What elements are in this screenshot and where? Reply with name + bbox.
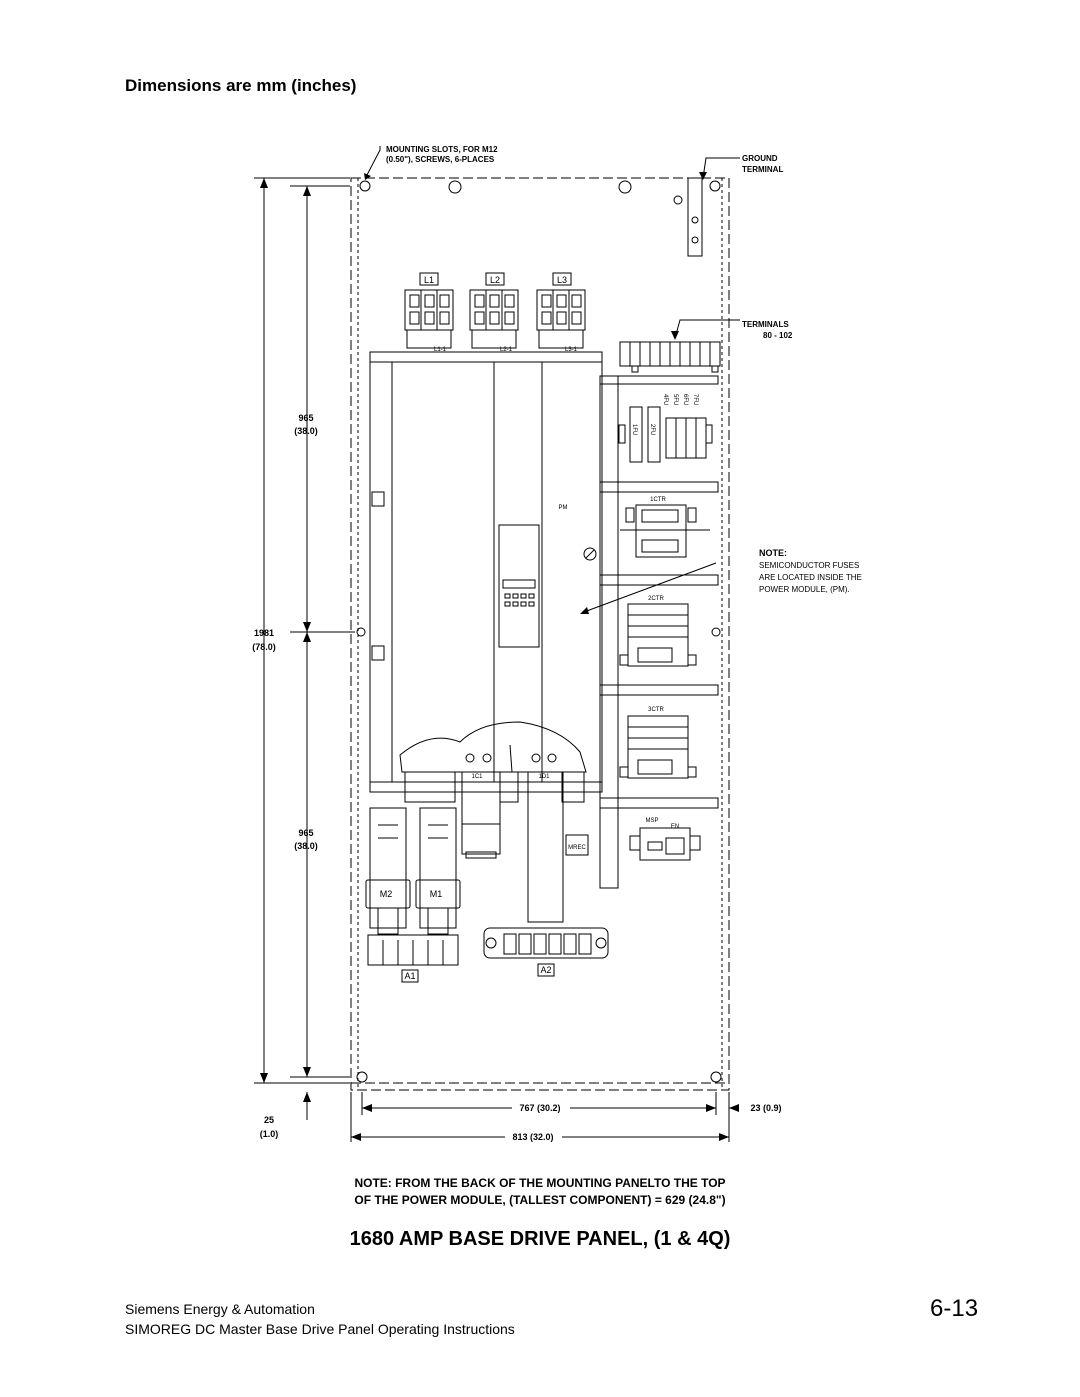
power-module-top-rail: [369, 351, 603, 363]
label-m1: M1: [430, 889, 443, 899]
bottom-note-line-1: NOTE: FROM THE BACK OF THE MOUNTING PANE…: [354, 1176, 726, 1190]
footer-company: Siemens Energy & Automation: [125, 1301, 315, 1317]
label-l1-1: L1-1: [434, 347, 447, 353]
ground-terminal-bar: [687, 177, 703, 257]
note-line-2: ARE LOCATED INSIDE THE: [759, 573, 862, 582]
ctr-1: [620, 504, 710, 558]
dim-bottom-mm: 25: [264, 1115, 274, 1125]
dim-upper-mm: 965: [298, 413, 313, 423]
bottom-note: NOTE: FROM THE BACK OF THE MOUNTING PANE…: [290, 1175, 790, 1209]
power-module-body: [391, 361, 603, 783]
label-l3: L3: [557, 275, 567, 285]
dim-lower-mm: 965: [298, 828, 313, 838]
dim-side: 23 (0.9): [750, 1103, 781, 1113]
operator-panel: [498, 524, 540, 648]
fuse-block: [618, 406, 713, 463]
dim-bottom-in: (1.0): [260, 1129, 279, 1139]
mounting-slots-label-2: (0.50"), SCREWS, 6-PLACES: [386, 155, 495, 164]
terminals-range-label: 80 - 102: [763, 331, 793, 340]
label-5fu: 5FU: [672, 394, 678, 405]
power-module-left-rail: [369, 361, 393, 783]
ctr-2: [619, 603, 697, 667]
dim-total-mm: 1981: [254, 628, 274, 638]
label-6fu: 6FU: [682, 394, 688, 405]
contactor-M1: [419, 807, 457, 929]
label-2ctr: 2CTR: [648, 596, 664, 602]
label-pm: PM: [559, 505, 568, 511]
terminal-strip-A2: [483, 927, 609, 959]
footer-document: SIMOREG DC Master Base Drive Panel Opera…: [125, 1321, 515, 1337]
label-en: EN: [671, 824, 679, 830]
label-1fu: 1FU: [631, 424, 637, 435]
cutaway-outline: [399, 721, 587, 773]
mounting-slots-label: MOUNTING SLOTS, FOR M12: [386, 145, 498, 154]
label-2fu: 2FU: [649, 424, 655, 435]
control-channel: [599, 375, 619, 889]
msp-starter: [629, 827, 701, 861]
mounting-hole-icon: [356, 180, 722, 1083]
label-l3-1: L3-1: [565, 347, 578, 353]
note-line-3: POWER MODULE, (PM).: [759, 585, 850, 594]
page-number: 6-13: [930, 1295, 979, 1322]
label-m2: M2: [380, 889, 393, 899]
label-7fu: 7FU: [692, 394, 698, 405]
label-1d1: 1D1: [538, 774, 550, 780]
label-mrec: MREC: [568, 845, 586, 851]
ground-terminal-label-2: TERMINAL: [742, 165, 783, 174]
dim-width-inner: 767 (30.2): [519, 1103, 560, 1113]
label-4fu: 4FU: [662, 394, 668, 405]
page-heading: Dimensions are mm (inches): [125, 76, 357, 95]
note-line-1: SEMICONDUCTOR FUSES: [759, 561, 859, 570]
busbar-1D1: [527, 771, 564, 923]
bottom-note-line-2: OF THE POWER MODULE, (TALLEST COMPONENT)…: [354, 1193, 726, 1207]
dim-lower-in: (38.0): [294, 841, 318, 851]
panel-outline: [350, 177, 730, 1091]
dim-total-in: (78.0): [252, 642, 276, 652]
ground-terminal-label: GROUND: [742, 154, 778, 163]
dimension-arrows: [260, 172, 739, 1141]
ctr-3: [619, 715, 697, 779]
dim-width-outer: 813 (32.0): [512, 1132, 553, 1142]
label-3ctr: 3CTR: [648, 707, 664, 713]
label-l1: L1: [424, 275, 434, 285]
label-1c1: 1C1: [471, 774, 483, 780]
dim-upper-in: (38.0): [294, 426, 318, 436]
line-terminal-blocks: [404, 289, 586, 349]
contactor-M2: [369, 807, 407, 929]
label-a1: A1: [404, 971, 415, 981]
label-l2: L2: [490, 275, 500, 285]
label-msp: MSP: [645, 818, 658, 824]
label-1ctr: 1CTR: [650, 497, 666, 503]
drawing-title: 1680 AMP BASE DRIVE PANEL, (1 & 4Q): [349, 1228, 731, 1250]
mrec-icon: [565, 834, 589, 856]
label-a2: A2: [540, 965, 551, 975]
note-title: NOTE:: [759, 548, 787, 558]
terminals-label: TERMINALS: [742, 320, 789, 329]
label-l2-1: L2-1: [500, 347, 513, 353]
